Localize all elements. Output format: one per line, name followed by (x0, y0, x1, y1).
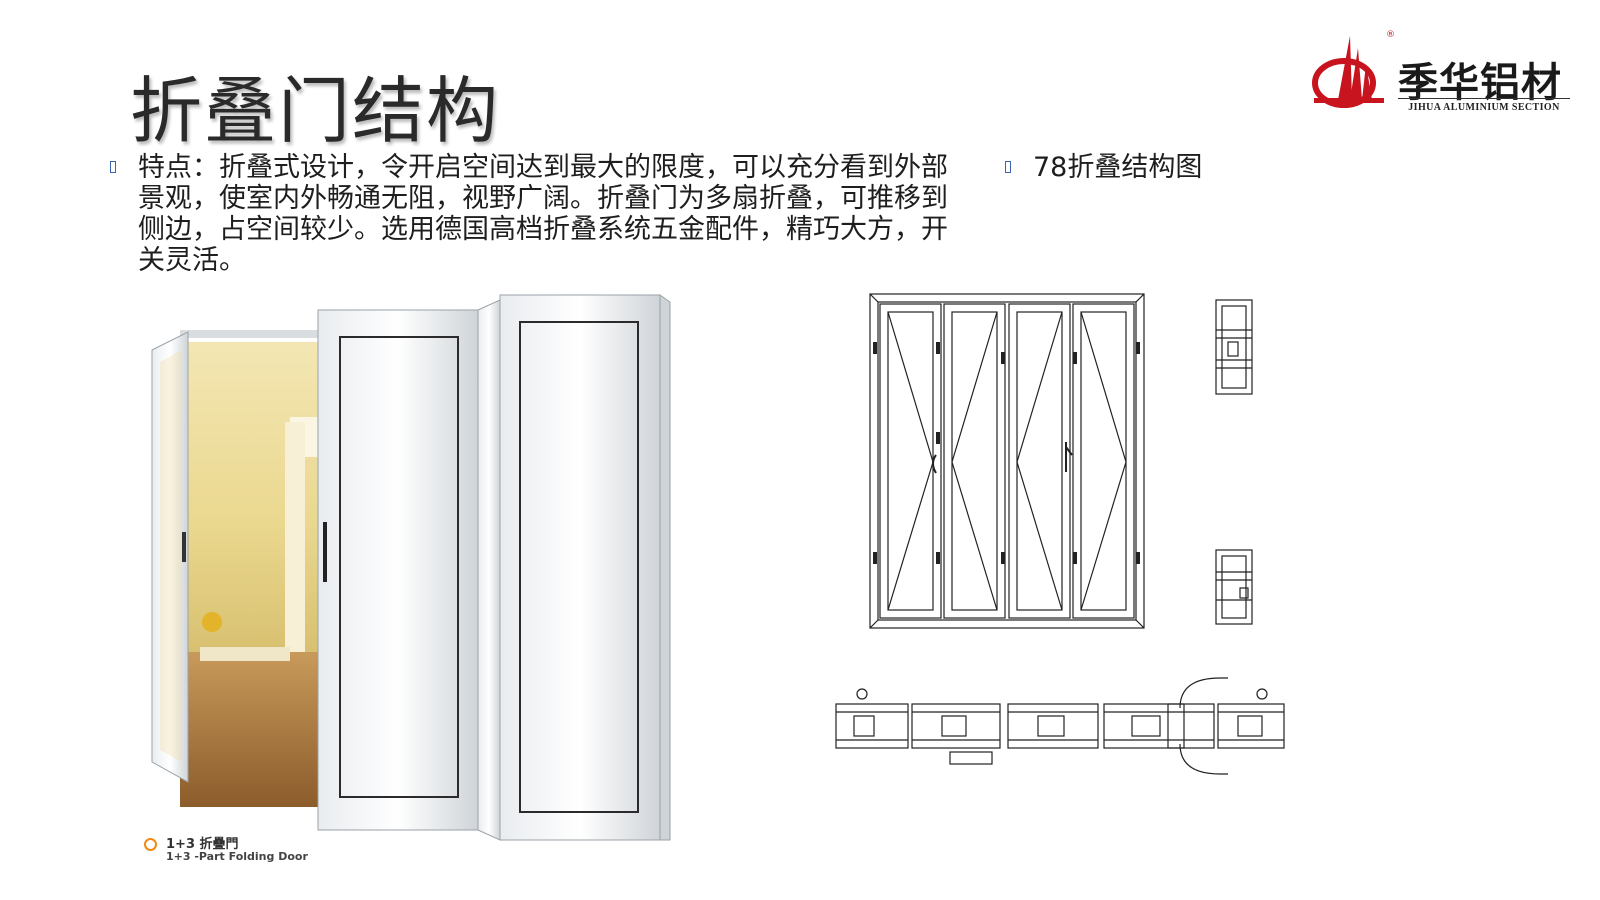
diagram-heading: 78折叠结构图 (1033, 152, 1203, 183)
vertical-profile-section-bottom (1215, 549, 1253, 625)
logo-english-name: JIHUA ALUMINIUM SECTION (1408, 102, 1560, 113)
slide-title: 折叠门结构 (130, 69, 501, 153)
triangle-badge-icon (144, 838, 157, 851)
registered-mark: ® (1386, 30, 1395, 40)
feature-bullet: 特点：折叠式设计，令开启空间达到最大的限度，可以充分看到外部景观，使室内外畅通无… (110, 152, 960, 292)
bullet-icon (110, 161, 116, 173)
logo-mark-icon (1312, 36, 1384, 108)
caption-chinese: 1+3 折疊門 (166, 837, 239, 852)
folding-door-photo (151, 294, 671, 841)
jihua-logo: ® 季华铝材 JIHUA ALUMINIUM SECTION (1310, 30, 1570, 115)
horizontal-profile-section (835, 677, 1285, 775)
folding-door-elevation-drawing (869, 293, 1145, 629)
caption-english: 1+3 -Part Folding Door (166, 850, 308, 863)
bullet-icon (1005, 161, 1011, 173)
diagram-bullet: 78折叠结构图 (1005, 152, 1305, 192)
logo-divider (1398, 98, 1570, 99)
feature-text: 特点：折叠式设计，令开启空间达到最大的限度，可以充分看到外部景观，使室内外畅通无… (138, 152, 948, 276)
logo-chinese-name: 季华铝材 (1398, 60, 1562, 106)
vertical-profile-section-top (1215, 299, 1253, 395)
